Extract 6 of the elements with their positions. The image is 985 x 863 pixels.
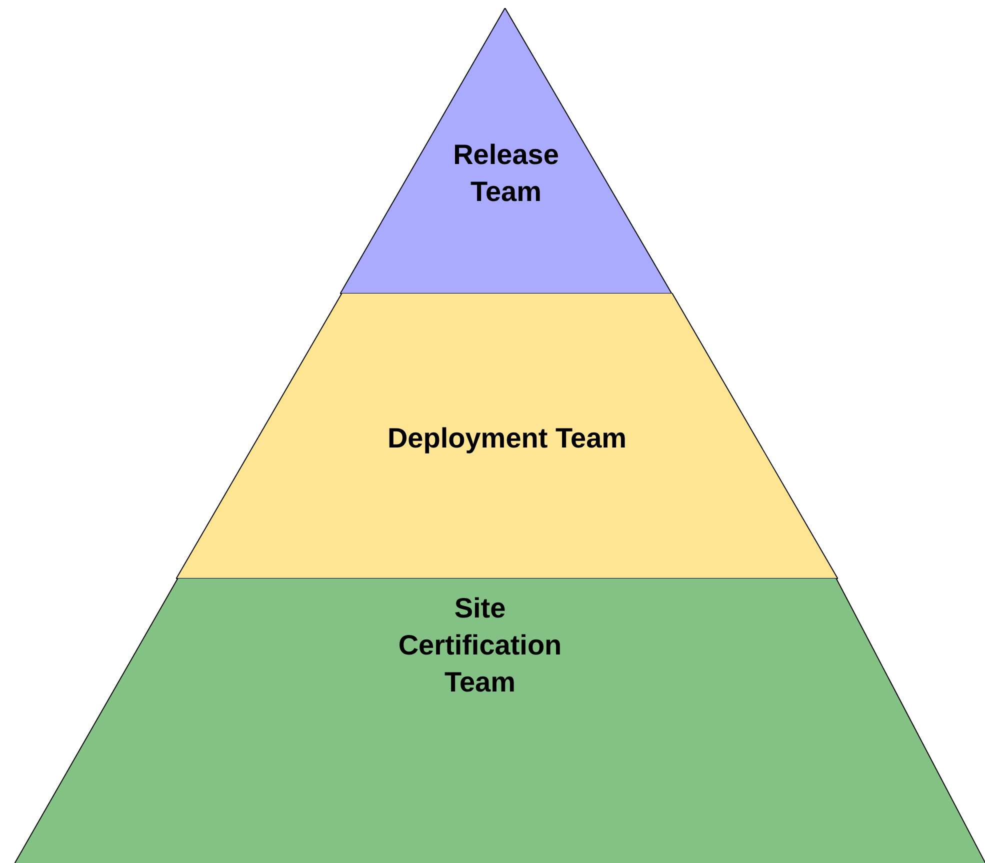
pyramid-tier bbox=[176, 293, 838, 579]
tier-label: Site Certification Team bbox=[397, 592, 563, 700]
tier-label: Deployment Team bbox=[386, 422, 628, 456]
pyramid-tier bbox=[340, 8, 672, 294]
pyramid-tier bbox=[12, 578, 985, 863]
tier-label: Release Team bbox=[452, 138, 560, 209]
